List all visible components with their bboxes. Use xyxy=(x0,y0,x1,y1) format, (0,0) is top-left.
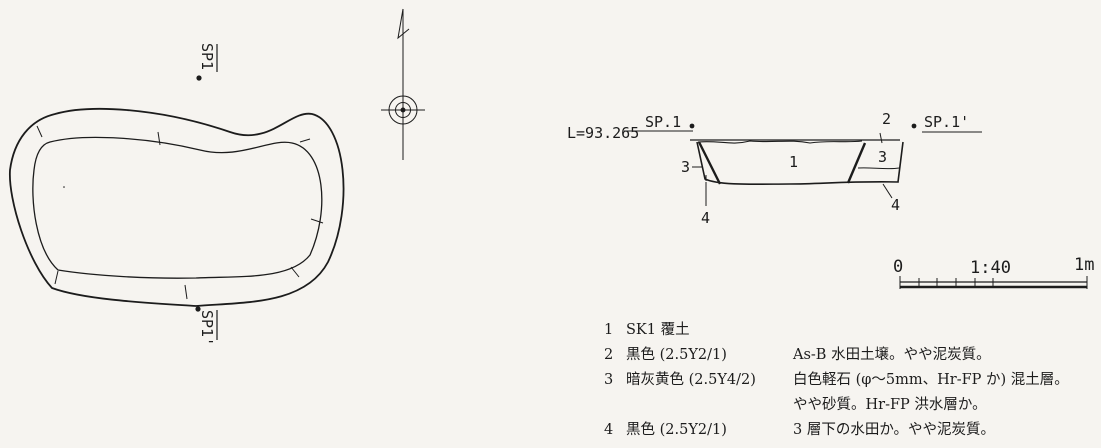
leader-4-right xyxy=(882,183,893,199)
legend-layer-name: SK1 覆土 xyxy=(626,322,690,338)
sp1-point xyxy=(196,75,202,81)
pit-inner-outline xyxy=(32,136,323,279)
legend-description: やや砂質。Hr-FP 洪水層か。 xyxy=(793,397,987,413)
layer-label: 4 xyxy=(701,209,710,227)
surface-line xyxy=(697,140,863,144)
legend-row: 2 黒色 (2.5Y2/1) As-B 水田土壌。やや泥炭質。 xyxy=(604,343,1069,368)
legend-row: 4 黒色 (2.5Y2/1) 3 層下の水田か。やや泥炭質。 xyxy=(604,418,1069,443)
slope-ticks xyxy=(36,125,324,300)
sp-right-point xyxy=(911,123,917,129)
scale-end-label: 1m xyxy=(1074,255,1094,275)
layer-boundary-right xyxy=(846,142,867,184)
sp1-prime-point xyxy=(195,306,201,312)
legend-number: 3 xyxy=(604,372,614,388)
layer-boundary-left xyxy=(697,141,722,185)
scale-bar xyxy=(899,276,1088,289)
layer-label: 3 xyxy=(878,148,887,166)
sp1-prime-label: SP1' xyxy=(198,310,216,346)
layer-boundary-right-inner xyxy=(857,167,900,170)
legend-number: 1 xyxy=(604,322,614,338)
section-profile xyxy=(696,141,904,186)
layer-label: 3 xyxy=(681,158,690,176)
sp1-label: SP1 xyxy=(198,43,216,70)
legend-number: 2 xyxy=(604,347,614,363)
layer-label: 1 xyxy=(789,153,798,171)
legend-description: As-B 水田土壌。やや泥炭質。 xyxy=(793,347,991,363)
sp-right-label: SP.1' xyxy=(924,113,969,131)
legend-layer-name: 暗灰黄色 (2.5Y4/2) xyxy=(626,372,756,388)
legend-row-continuation: やや砂質。Hr-FP 洪水層か。 xyxy=(604,393,1069,418)
legend-layer-name: 黒色 (2.5Y2/1) xyxy=(626,422,727,438)
legend-description: 3 層下の水田か。やや泥炭質。 xyxy=(793,422,996,438)
scale-ratio-label: 1:40 xyxy=(970,258,1011,278)
soil-layer-legend: 1 SK1 覆土 2 黒色 (2.5Y2/1) As-B 水田土壌。やや泥炭質。… xyxy=(604,318,1069,443)
elevation-label: L=93.265 xyxy=(567,124,639,142)
north-arrow-icon xyxy=(381,8,425,160)
legend-row: 1 SK1 覆土 xyxy=(604,318,1069,343)
sp-left-label: SP.1 xyxy=(645,113,681,131)
legend-layer-name: 黒色 (2.5Y2/1) xyxy=(626,347,727,363)
pit-outer-outline xyxy=(9,108,345,307)
legend-number: 4 xyxy=(604,422,614,438)
section-labels: L=93.265 SP.1 SP.1' 1 2 3 3 4 4 xyxy=(567,110,969,227)
layer-label: 2 xyxy=(882,110,891,128)
sp-left-point xyxy=(689,123,695,129)
pit-section xyxy=(624,123,982,206)
legend-description: 白色軽石 (φ～5mm、Hr-FP か) 混土層。 xyxy=(793,372,1069,388)
layer-label: 4 xyxy=(891,196,900,214)
scale-zero-label: 0 xyxy=(893,257,903,277)
pit-plan xyxy=(9,44,345,340)
legend-row: 3 暗灰黄色 (2.5Y4/2) 白色軽石 (φ～5mm、Hr-FP か) 混土… xyxy=(604,368,1069,393)
